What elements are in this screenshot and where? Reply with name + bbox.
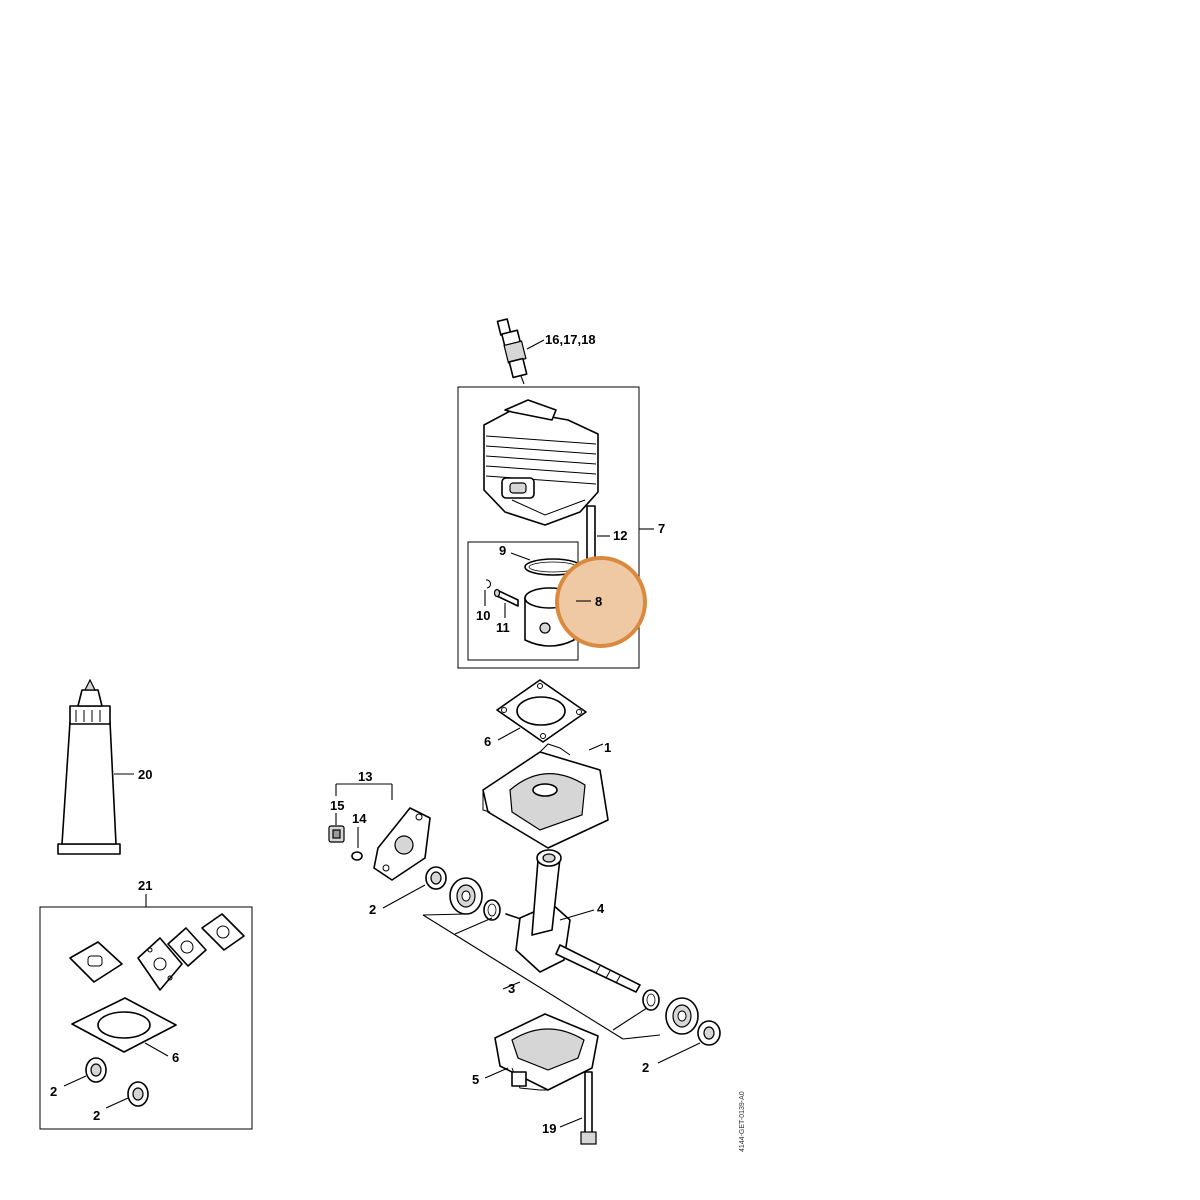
oil-seal-spare-b[interactable]: [127, 1081, 149, 1107]
callout-13: 13: [358, 769, 372, 784]
cylinder-kit-box: [457, 386, 640, 669]
callout-2-kit-a: 2: [50, 1084, 57, 1099]
callout-11: 11: [496, 620, 510, 635]
piston-pin[interactable]: [493, 588, 519, 607]
callout-5: 5: [472, 1072, 479, 1087]
cylinder-gasket-spare[interactable]: [71, 997, 177, 1053]
shim-ring-left[interactable]: [483, 899, 501, 921]
grease-tube[interactable]: [57, 678, 121, 855]
highlight-circle: [555, 556, 647, 648]
callout-4: 4: [597, 901, 605, 916]
callout-6-upper: 6: [484, 734, 491, 749]
cylinder[interactable]: [483, 399, 599, 526]
callout-12: 12: [613, 528, 627, 543]
callout-2-right: 2: [642, 1060, 649, 1075]
oil-seal-left[interactable]: [425, 866, 447, 890]
oil-seal-spare-a[interactable]: [85, 1057, 107, 1083]
spark-plug[interactable]: [496, 318, 545, 385]
gasket-set-box: [39, 906, 253, 1130]
ball-bearing-left[interactable]: [449, 877, 483, 915]
callout-7: 7: [658, 521, 665, 536]
callout-6-lower: 6: [172, 1050, 179, 1065]
spring[interactable]: [351, 851, 363, 861]
crankcase-upper[interactable]: [482, 743, 609, 849]
callout-2-left: 2: [369, 902, 376, 917]
flange-gasket[interactable]: [201, 913, 245, 951]
callout-16-17-18: 16,17,18: [545, 332, 596, 347]
callout-1: 1: [604, 740, 611, 755]
callout-20: 20: [138, 767, 152, 782]
crankcase-lower[interactable]: [494, 1013, 599, 1091]
ball-bearing-right[interactable]: [665, 997, 699, 1035]
muffler-gasket[interactable]: [69, 941, 123, 983]
callout-8: 8: [595, 594, 602, 609]
callout-19: 19: [542, 1121, 556, 1136]
oil-seal-right[interactable]: [697, 1020, 721, 1046]
ignition-module[interactable]: [373, 807, 431, 881]
ignition-connector[interactable]: [328, 825, 345, 843]
callout-15: 15: [330, 798, 344, 813]
callout-2-kit-b: 2: [93, 1108, 100, 1123]
drawing-code: 4144-GET-0139-A0: [739, 1091, 746, 1152]
circlip[interactable]: [485, 579, 492, 589]
callout-3: 3: [508, 981, 515, 996]
callout-21: 21: [138, 878, 152, 893]
cylinder-gasket[interactable]: [496, 679, 587, 743]
carburetor-gasket[interactable]: [137, 937, 183, 991]
shim-ring-right[interactable]: [642, 989, 660, 1011]
callout-14: 14: [352, 811, 367, 826]
crankshaft[interactable]: [505, 849, 641, 993]
intake-gasket[interactable]: [167, 927, 207, 967]
callout-10: 10: [476, 608, 490, 623]
crankcase-bolt[interactable]: [580, 1071, 597, 1145]
callout-9: 9: [499, 543, 506, 558]
